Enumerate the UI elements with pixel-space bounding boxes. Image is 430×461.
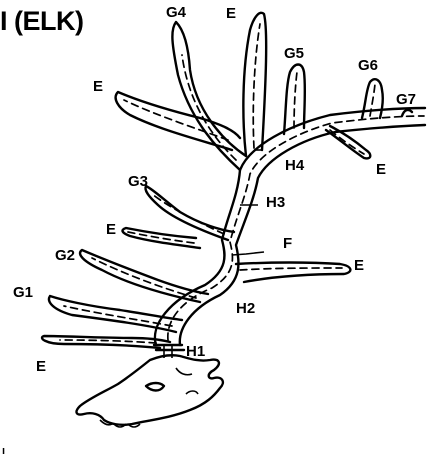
label-f: F: [283, 235, 292, 252]
label-e-top: E: [226, 5, 236, 22]
label-e-bottom: E: [36, 358, 46, 375]
label-e-right-lower: E: [354, 257, 364, 274]
tine-g4: [172, 22, 246, 170]
tine-g3: [146, 186, 235, 240]
tine-g7: [402, 110, 412, 116]
label-e-upper-left: E: [93, 78, 103, 95]
label-g5: G5: [284, 45, 304, 62]
tine-e-right-lower: [236, 263, 350, 283]
tine-g1: [49, 296, 182, 332]
tine-e-top: [243, 13, 266, 156]
label-e-g3: E: [106, 221, 116, 238]
diagram-title: I (ELK): [0, 6, 84, 37]
label-g6: G6: [358, 57, 378, 74]
label-h4: H4: [285, 157, 305, 174]
label-g7: G7: [396, 91, 416, 108]
tine-e-g3: [123, 228, 200, 248]
skull: [77, 355, 223, 427]
label-g2: G2: [55, 247, 75, 264]
label-h1: H1: [186, 343, 205, 360]
label-h3: H3: [266, 194, 285, 211]
label-h2: H2: [236, 300, 255, 317]
bottom-mark: ı: [2, 445, 5, 456]
label-g3: G3: [128, 173, 148, 190]
tine-e-bottom: [42, 336, 170, 348]
tine-e-upper-left: [116, 92, 240, 150]
label-g4: G4: [166, 4, 187, 21]
label-g1: G1: [13, 284, 33, 301]
label-e-right-upper: E: [376, 161, 386, 178]
